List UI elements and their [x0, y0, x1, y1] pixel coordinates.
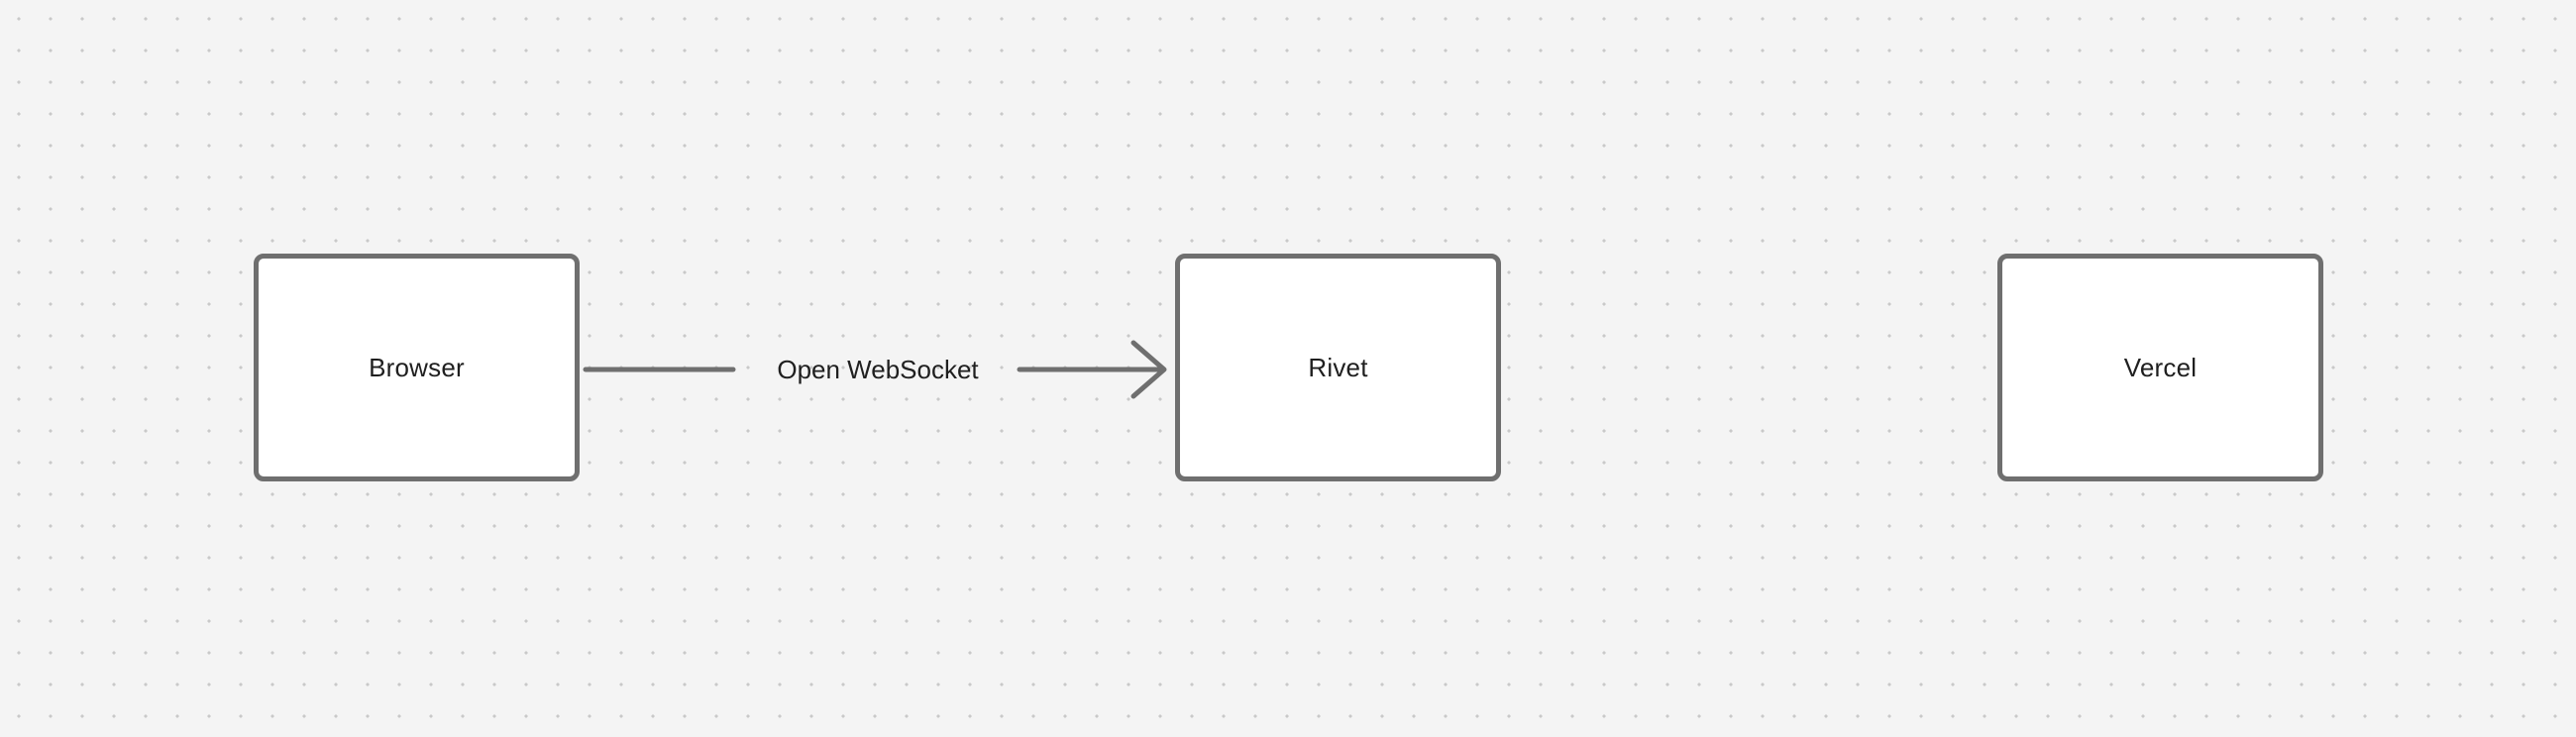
node-browser[interactable]: Browser — [254, 254, 580, 481]
arrowhead-icon — [1130, 340, 1167, 399]
node-vercel-label: Vercel — [2123, 353, 2198, 382]
node-rivet[interactable]: Rivet — [1175, 254, 1501, 481]
node-browser-label: Browser — [369, 353, 465, 382]
edge-label-open-websocket: Open WebSocket — [777, 355, 979, 384]
node-vercel[interactable]: Vercel — [1997, 254, 2323, 481]
node-rivet-label: Rivet — [1308, 353, 1368, 382]
